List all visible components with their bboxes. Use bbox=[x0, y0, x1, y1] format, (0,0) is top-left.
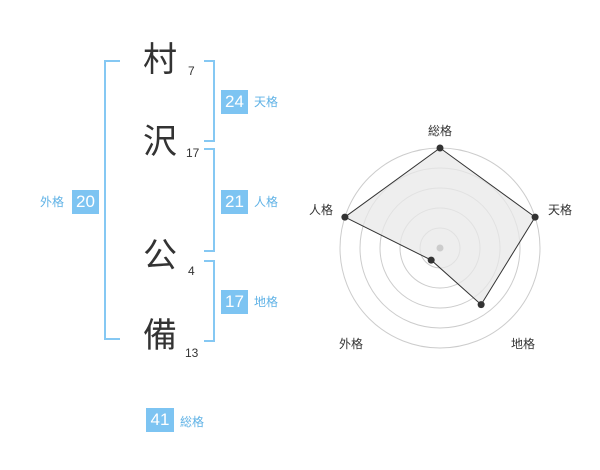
radar-point-0 bbox=[436, 144, 444, 152]
stroke-count-1: 7 bbox=[188, 64, 195, 78]
radar-series-area bbox=[343, 147, 536, 306]
radar-axis-label-tenkaku: 天格 bbox=[548, 203, 573, 217]
gaikaku-label: 外格 bbox=[40, 195, 65, 209]
name-char-4: 備 bbox=[143, 316, 177, 356]
soukaku-label: 総格 bbox=[180, 415, 205, 429]
jinkaku-bracket bbox=[204, 148, 215, 252]
chikaku-badge: 17 bbox=[221, 290, 248, 314]
stroke-count-4: 13 bbox=[185, 346, 199, 360]
gaikaku-bracket bbox=[104, 60, 120, 340]
gaikaku-badge: 20 bbox=[72, 190, 99, 214]
jinkaku-badge: 21 bbox=[221, 190, 248, 214]
name-char-2: 沢 bbox=[143, 122, 177, 162]
jinkaku-label: 人格 bbox=[254, 195, 279, 209]
radar-axis-label-gaikaku: 外格 bbox=[339, 337, 364, 351]
radar-axis-label-jinkaku: 人格 bbox=[309, 203, 334, 217]
radar-axis-label-soukaku: 総格 bbox=[428, 124, 453, 138]
tenkaku-bracket bbox=[204, 60, 215, 142]
radar-center-dot bbox=[436, 244, 444, 252]
chikaku-label: 地格 bbox=[254, 295, 279, 309]
soukaku-badge: 41 bbox=[146, 408, 174, 432]
radar-point-4 bbox=[341, 213, 349, 221]
name-char-1: 村 bbox=[143, 40, 177, 80]
radar-point-2 bbox=[477, 301, 485, 309]
name-char-3: 公 bbox=[143, 236, 177, 276]
tenkaku-label: 天格 bbox=[254, 95, 279, 109]
chikaku-bracket bbox=[204, 260, 215, 342]
radar-axis-label-chikaku: 地格 bbox=[511, 337, 536, 351]
tenkaku-badge: 24 bbox=[221, 90, 248, 114]
radar-point-1 bbox=[531, 213, 539, 221]
stroke-count-2: 17 bbox=[186, 146, 200, 160]
radar-point-3 bbox=[427, 256, 435, 264]
stroke-count-3: 4 bbox=[188, 264, 195, 278]
